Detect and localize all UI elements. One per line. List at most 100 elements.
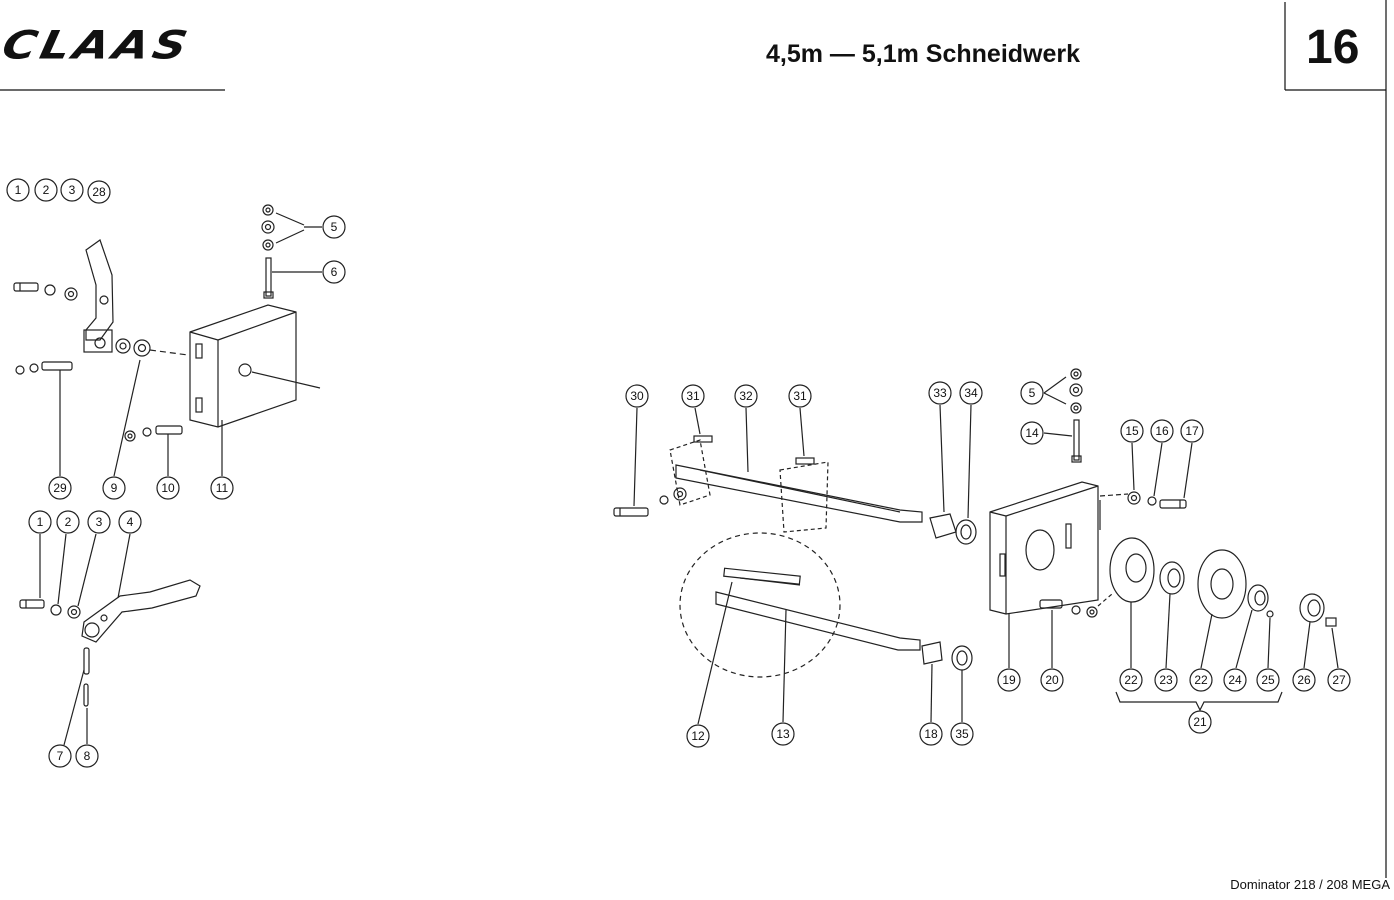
callout-circle <box>48 476 72 500</box>
callout-circle <box>28 510 52 534</box>
hardware-part-5-upper <box>261 204 322 251</box>
hardware-part-5-right <box>1043 368 1083 414</box>
bushing-part-33 <box>929 404 957 539</box>
callout-c-22a: 22 <box>1119 668 1143 692</box>
callout-number: 16 <box>1155 424 1169 438</box>
callout-number: 1 <box>37 515 44 529</box>
callout-c-4: 4 <box>118 510 142 534</box>
flange-part-31-left <box>669 407 713 506</box>
shaft-part-13 <box>715 591 921 723</box>
bolt-part-10 <box>124 425 183 476</box>
callout-c-2a: 2 <box>34 178 58 202</box>
callout-circle <box>771 722 795 746</box>
flange-part-22-left <box>1109 537 1155 668</box>
bolt-part-14 <box>1043 419 1082 463</box>
washer-part-3-upper-hole <box>67 290 75 298</box>
grease-nipple-part-27 <box>1325 617 1339 669</box>
bushing-part-24 <box>1235 584 1269 669</box>
callout-number: 19 <box>1002 673 1016 687</box>
callout-circle <box>788 384 812 408</box>
callout-circle <box>686 724 710 748</box>
callout-c-32: 32 <box>734 384 758 408</box>
callout-number: 1 <box>15 183 22 197</box>
callout-c-3a: 3 <box>60 178 84 202</box>
callout-circle <box>60 178 84 202</box>
callout-number: 27 <box>1332 673 1346 687</box>
callout-number: 25 <box>1261 673 1275 687</box>
callout-number: 33 <box>933 386 947 400</box>
callout-circle <box>1180 419 1204 443</box>
callout-circle <box>919 722 943 746</box>
callout-circle <box>1154 668 1178 692</box>
callout-circle <box>1256 668 1280 692</box>
callout-number: 7 <box>57 749 64 763</box>
callout-circle <box>1040 668 1064 692</box>
callout-c-1a: 1 <box>6 178 30 202</box>
callout-c-13: 13 <box>771 722 795 746</box>
callout-c-24: 24 <box>1223 668 1247 692</box>
washer-part-3-upper <box>64 287 78 301</box>
plate-part-19 <box>989 481 1129 668</box>
callout-number: 2 <box>65 515 72 529</box>
callout-circle <box>102 476 126 500</box>
bearing-part-23 <box>1159 561 1185 669</box>
callout-number: 26 <box>1297 673 1311 687</box>
washer-part-2-upper <box>44 284 56 296</box>
lever-part-4 <box>81 533 201 643</box>
callout-number: 23 <box>1159 673 1173 687</box>
callout-circle <box>210 476 234 500</box>
callout-circle <box>1020 421 1044 445</box>
washer-part-2-lower <box>50 533 67 616</box>
callout-number: 4 <box>127 515 134 529</box>
seal-part-34 <box>955 404 977 545</box>
callout-circle <box>156 476 180 500</box>
callout-number: 3 <box>96 515 103 529</box>
pin-part-8 <box>83 683 89 744</box>
callout-circle <box>48 744 72 768</box>
callout-c-18: 18 <box>919 722 943 746</box>
callout-number: 8 <box>84 749 91 763</box>
callout-number: 28 <box>92 185 106 199</box>
callout-number: 2 <box>43 183 50 197</box>
callout-c-34: 34 <box>959 381 983 405</box>
callout-circle <box>928 381 952 405</box>
page-title: 4,5m — 5,1m Schneidwerk <box>766 40 1081 68</box>
pin-part-25 <box>1266 610 1274 669</box>
callout-circle <box>1119 668 1143 692</box>
callout-c-5b: 5 <box>1020 381 1044 405</box>
callout-circle <box>1189 668 1213 692</box>
bolt-part-29 <box>15 361 73 476</box>
callout-number: 14 <box>1025 426 1039 440</box>
callout-circle <box>625 384 649 408</box>
seal-part-26 <box>1299 593 1325 669</box>
washers-part-9 <box>113 338 189 477</box>
callout-c-33: 33 <box>928 381 952 405</box>
callout-number: 9 <box>111 481 118 495</box>
bushing-part-18 <box>921 641 943 723</box>
callout-c-16: 16 <box>1150 419 1174 443</box>
callout-circle <box>681 384 705 408</box>
callout-number: 22 <box>1194 673 1208 687</box>
callout-c-2b: 2 <box>56 510 80 534</box>
callout-number: 18 <box>924 727 938 741</box>
callout-c-8: 8 <box>75 744 99 768</box>
callout-number: 5 <box>1029 386 1036 400</box>
washer-part-15 <box>1127 442 1141 505</box>
callout-number: 17 <box>1185 424 1199 438</box>
callout-number: 3 <box>69 183 76 197</box>
callout-c-5a: 5 <box>322 215 346 239</box>
callout-circle <box>1223 668 1247 692</box>
callout-circle <box>6 178 30 202</box>
callout-circle <box>56 510 80 534</box>
callout-c-3b: 3 <box>87 510 111 534</box>
callout-c-28: 28 <box>87 180 111 204</box>
callout-number: 20 <box>1045 673 1059 687</box>
callout-number: 24 <box>1228 673 1242 687</box>
bolt-part-20 <box>1039 593 1113 668</box>
callout-c-12: 12 <box>686 724 710 748</box>
callout-circle <box>118 510 142 534</box>
callout-circle <box>997 668 1021 692</box>
